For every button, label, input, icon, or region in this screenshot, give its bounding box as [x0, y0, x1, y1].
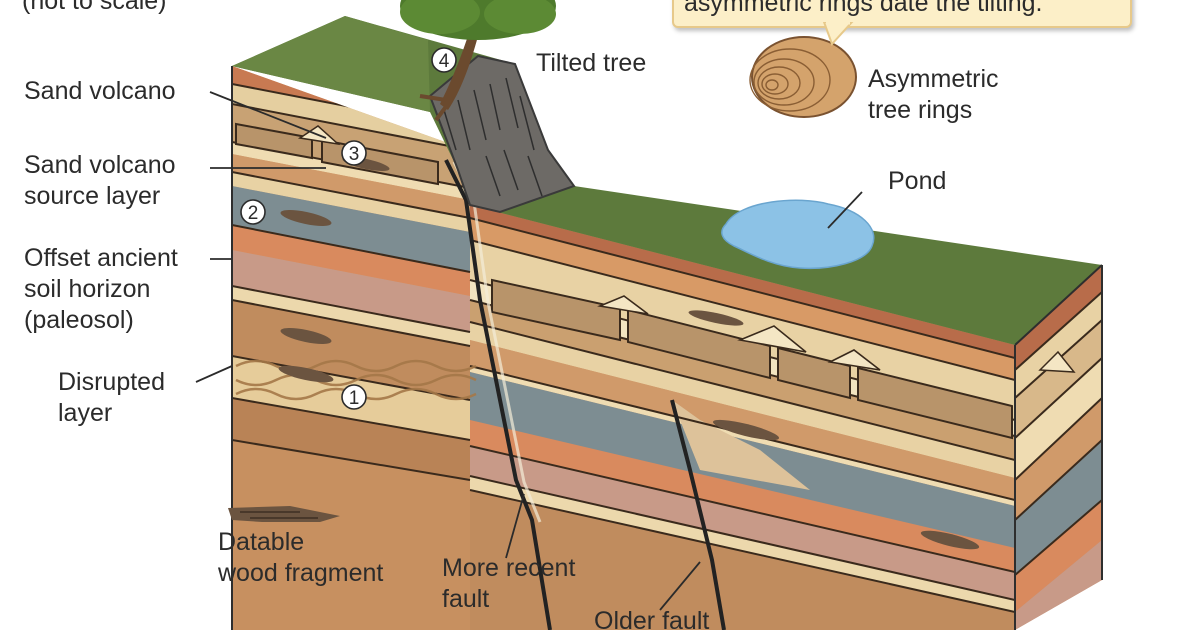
pond-shape — [721, 199, 875, 270]
label-tilted-tree: Tilted tree — [536, 49, 647, 77]
label-asymmetric-tree-rings: Asymmetric tree rings — [868, 65, 999, 124]
wood-fragment-legend-icon — [228, 506, 340, 522]
label-more-recent-fault: More recent fault — [442, 554, 576, 613]
tilted-tree-graphic — [400, 0, 556, 122]
callout-text: asymmetric rings date the tilting. — [684, 0, 1043, 17]
label-datable-wood-fragment: Datable wood fragment — [218, 528, 384, 587]
fault-scarp — [428, 54, 576, 214]
label-disrupted-layer: Disrupted layer — [58, 368, 165, 427]
marker-2-label: 2 — [248, 203, 259, 224]
tree-ring-disk — [749, 36, 857, 118]
marker-4-label: 4 — [439, 51, 450, 72]
marker-1-label: 1 — [349, 388, 360, 409]
callout-pointer — [822, 22, 854, 46]
label-sand-volcano-source-layer: Sand volcano source layer — [24, 151, 176, 210]
marker-4: 4 — [431, 47, 457, 73]
marker-1: 1 — [341, 384, 367, 410]
label-older-fault: Older fault — [594, 607, 710, 635]
leader-lines — [195, 91, 863, 611]
marker-3: 3 — [341, 140, 367, 166]
callout-box — [672, 0, 1132, 28]
marker-3-label: 3 — [349, 144, 360, 165]
label-pond: Pond — [888, 167, 947, 195]
label-offset-soil-horizon: Offset ancient soil horizon (paleosol) — [24, 244, 178, 334]
scale-note: (not to scale) — [22, 0, 167, 15]
label-sand-volcano: Sand volcano — [24, 77, 176, 105]
marker-2: 2 — [240, 199, 266, 225]
